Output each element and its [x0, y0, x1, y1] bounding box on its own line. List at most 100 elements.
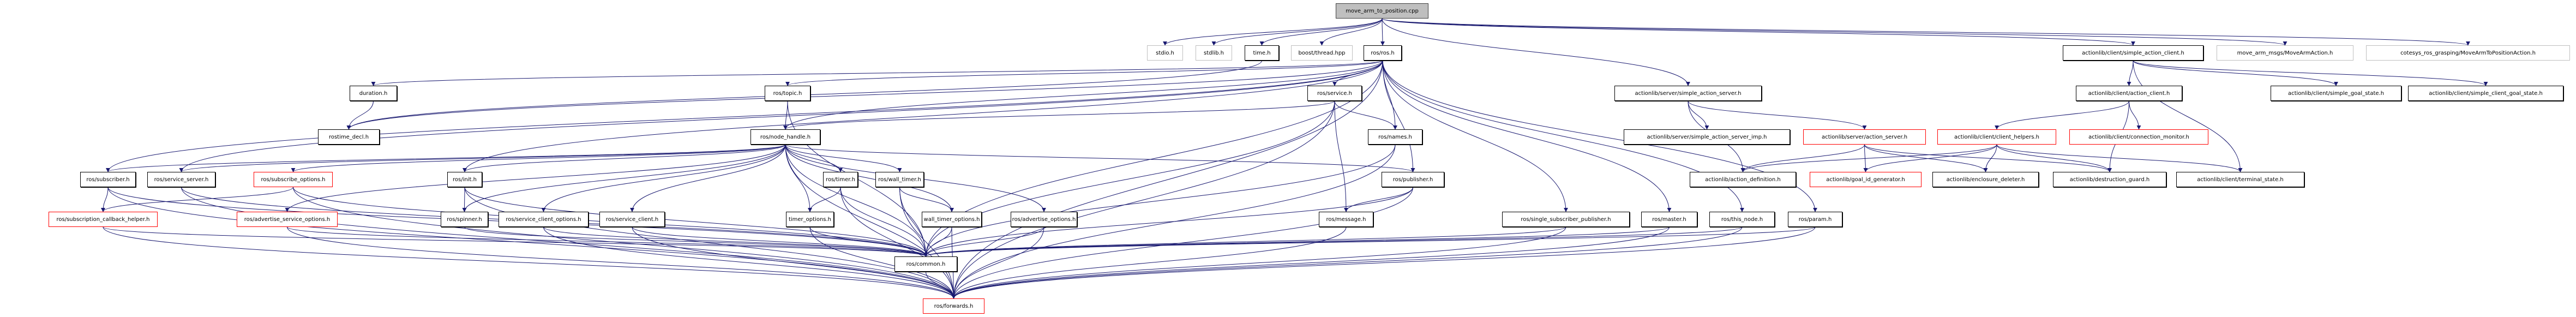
edge-master-to-common	[923, 226, 1670, 257]
edge-ros-ros-to-forwards	[951, 60, 1383, 299]
node-label: move_arm_to_position.cpp	[1346, 8, 1419, 14]
graph-node-enclosure-deleter[interactable]: actionlib/enclosure_deleter.h	[1932, 172, 2039, 187]
graph-node-forwards[interactable]: ros/forwards.h	[923, 298, 984, 314]
edge-wall-timer-to-forwards	[899, 187, 956, 299]
graph-node-client-helpers[interactable]: actionlib/client/client_helpers.h	[1937, 129, 2056, 145]
graph-node-movearm[interactable]: move_arm_msgs/MoveArmAction.h	[2217, 45, 2353, 61]
graph-node-action-client[interactable]: actionlib/client/action_client.h	[2076, 86, 2182, 101]
node-label: cotesys_ros_grasping/MoveArmToPositionAc…	[2400, 50, 2536, 56]
graph-node-simple-client-goal-state[interactable]: actionlib/client/simple_client_goal_stat…	[2408, 86, 2563, 101]
graph-node-srv-client-opts[interactable]: ros/service_client_options.h	[499, 212, 589, 227]
edge-sub-cb-helper-to-common	[103, 226, 928, 257]
graph-node-sac[interactable]: actionlib/client/simple_action_client.h	[2063, 45, 2203, 61]
node-label: ros/service_server.h	[154, 176, 209, 183]
node-label: stdlib.h	[1204, 50, 1224, 56]
graph-node-terminal-state[interactable]: actionlib/client/terminal_state.h	[2176, 172, 2304, 187]
graph-node-spinner[interactable]: ros/spinner.h	[441, 212, 488, 227]
edge-node-handle-to-subscribe-options	[291, 144, 786, 172]
graph-node-stdlib[interactable]: stdlib.h	[1196, 45, 1232, 61]
graph-node-subscriber[interactable]: ros/subscriber.h	[80, 172, 136, 187]
graph-node-destruction-guard[interactable]: actionlib/destruction_guard.h	[2053, 172, 2166, 187]
node-label: time.h	[1253, 50, 1271, 56]
edge-node-handle-to-wall-timer	[785, 144, 902, 172]
graph-node-node-handle[interactable]: ros/node_handle.h	[750, 129, 820, 145]
edge-service-client-to-common	[632, 226, 928, 257]
edge-wall-timer-to-common	[899, 187, 928, 257]
graph-node-this-node[interactable]: ros/this_node.h	[1709, 212, 1775, 227]
edge-client-helpers-to-action-definition	[1740, 144, 1997, 172]
node-label: actionlib/server/action_server.h	[1821, 134, 1908, 140]
graph-node-names[interactable]: ros/names.h	[1368, 129, 1422, 145]
node-label: actionlib/client/connection_monitor.h	[2088, 134, 2189, 140]
graph-node-stdio[interactable]: stdio.h	[1147, 45, 1183, 61]
graph-node-service-client[interactable]: ros/service_client.h	[599, 212, 665, 227]
edge-action-server-to-destruction-guard	[1864, 144, 2112, 172]
node-label: duration.h	[359, 90, 388, 97]
edge-sac-to-simple-goal-state	[2133, 60, 2338, 86]
edge-advertise-options-to-common	[923, 226, 1044, 257]
edge-action-server-to-action-definition	[1740, 144, 1865, 172]
graph-node-sas[interactable]: actionlib/server/simple_action_server.h	[1614, 86, 1762, 101]
node-label: actionlib/goal_id_generator.h	[1826, 176, 1905, 183]
edge-timer-options-to-forwards	[809, 226, 956, 299]
graph-node-action-definition[interactable]: actionlib/action_definition.h	[1690, 172, 1796, 187]
graph-node-timer[interactable]: ros/timer.h	[823, 172, 858, 187]
edge-node-handle-to-publisher	[785, 144, 1415, 172]
graph-node-adv-srv-opts[interactable]: ros/advertise_service_options.h	[237, 212, 338, 227]
node-label: actionlib/client/simple_client_goal_stat…	[2429, 90, 2543, 97]
edge-node-handle-to-init	[463, 144, 786, 172]
edge-adv-srv-opts-to-common	[287, 226, 928, 257]
graph-node-wall-timer[interactable]: ros/wall_timer.h	[875, 172, 924, 187]
graph-node-service-server[interactable]: ros/service_server.h	[147, 172, 215, 187]
edge-root-to-stdlib	[1211, 18, 1383, 46]
graph-node-advertise-options[interactable]: ros/advertise_options.h	[1011, 212, 1077, 227]
graph-node-ssp[interactable]: ros/single_subscriber_publisher.h	[1502, 212, 1630, 227]
graph-node-message[interactable]: ros/message.h	[1319, 212, 1373, 227]
graph-node-connection-monitor[interactable]: actionlib/client/connection_monitor.h	[2069, 129, 2208, 145]
node-label: ros/advertise_options.h	[1012, 216, 1076, 223]
graph-node-wall-timer-options[interactable]: wall_timer_options.h	[922, 212, 982, 227]
edge-init-to-forwards	[464, 187, 956, 299]
edge-publisher-to-common	[923, 187, 1413, 257]
graph-node-topic[interactable]: ros/topic.h	[765, 86, 810, 101]
graph-node-publisher[interactable]: ros/publisher.h	[1382, 172, 1444, 187]
graph-node-boost-thread[interactable]: boost/thread.hpp	[1291, 45, 1353, 61]
graph-node-simple-goal-state[interactable]: actionlib/client/simple_goal_state.h	[2271, 86, 2401, 101]
graph-node-duration[interactable]: duration.h	[350, 86, 397, 101]
graph-node-root[interactable]: move_arm_to_position.cpp	[1336, 3, 1428, 19]
graph-node-goal-id-generator[interactable]: actionlib/goal_id_generator.h	[1810, 172, 1922, 187]
edge-node-handle-to-subscriber	[106, 144, 786, 172]
edge-node-handle-to-timer-options	[785, 144, 812, 212]
edge-srv-client-opts-to-forwards	[543, 226, 956, 299]
graph-node-sub-cb-helper[interactable]: ros/subscription_callback_helper.h	[49, 212, 158, 227]
graph-node-master[interactable]: ros/master.h	[1641, 212, 1697, 227]
node-label: ros/init.h	[453, 176, 477, 183]
edge-ros-ros-to-master	[1382, 60, 1672, 212]
node-label: wall_timer_options.h	[923, 216, 980, 223]
edge-duration-to-rostime-decl	[346, 100, 374, 130]
graph-node-subscribe-options[interactable]: ros/subscribe_options.h	[254, 172, 333, 187]
graph-node-time[interactable]: time.h	[1245, 45, 1279, 61]
node-label: ros/param.h	[1798, 216, 1832, 223]
graph-node-timer-options[interactable]: timer_options.h	[786, 212, 834, 227]
graph-node-ros-ros[interactable]: ros/ros.h	[1364, 45, 1402, 61]
graph-node-cotesys[interactable]: cotesys_ros_grasping/MoveArmToPositionAc…	[2366, 45, 2570, 61]
graph-node-common[interactable]: ros/common.h	[894, 256, 957, 272]
graph-node-init[interactable]: ros/init.h	[447, 172, 482, 187]
edge-adv-srv-opts-to-forwards	[287, 226, 956, 299]
graph-node-service[interactable]: ros/service.h	[1307, 86, 1362, 101]
graph-node-rostime-decl[interactable]: rostime_decl.h	[318, 129, 380, 145]
edge-common-to-forwards	[926, 271, 956, 299]
node-label: actionlib/client/simple_action_client.h	[2082, 50, 2184, 56]
graph-node-param[interactable]: ros/param.h	[1788, 212, 1842, 227]
node-label: timer_options.h	[788, 216, 832, 223]
graph-node-action-server[interactable]: actionlib/server/action_server.h	[1803, 129, 1926, 145]
node-label: ros/subscribe_options.h	[261, 176, 326, 183]
edge-ros-ros-to-topic	[785, 60, 1383, 86]
graph-node-sas-imp[interactable]: actionlib/server/simple_action_server_im…	[1624, 129, 1790, 145]
edge-ros-ros-to-duration	[371, 60, 1383, 86]
edge-root-to-cotesys	[1382, 18, 2470, 46]
edge-root-to-boost-thread	[1319, 18, 1383, 46]
edge-service-to-message	[1334, 100, 1348, 212]
edge-service-to-common	[923, 100, 1335, 257]
